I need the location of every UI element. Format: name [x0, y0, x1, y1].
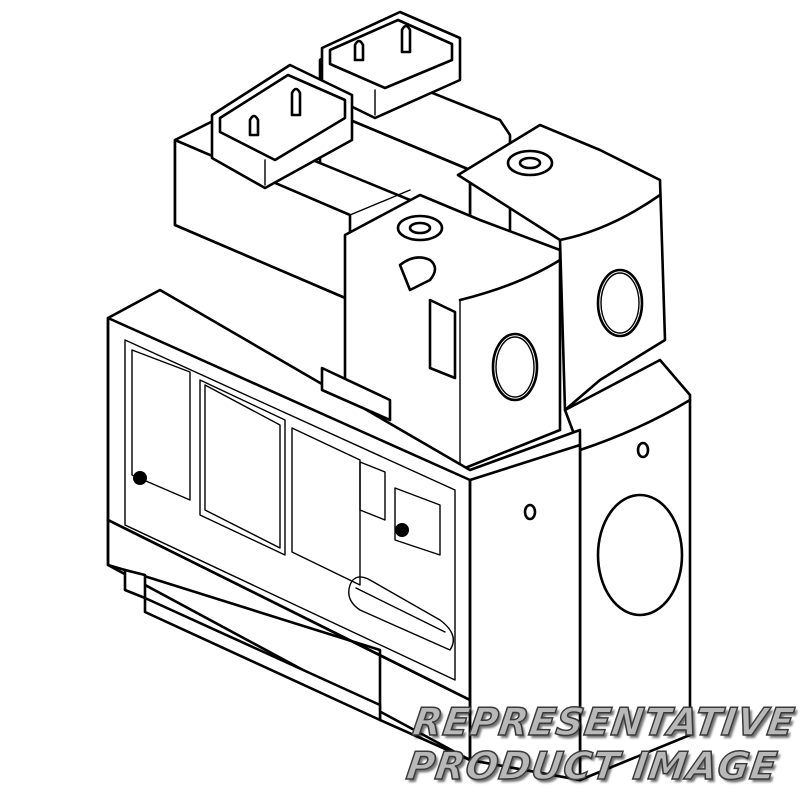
- rear-valve-body: [563, 358, 692, 782]
- rear-electrical-connector: [320, 10, 462, 120]
- rear-pilot-head: [456, 123, 667, 412]
- watermark-line-2: PRODUCT IMAGE: [403, 743, 781, 789]
- representative-image-watermark: REPRESENTATIVE PRODUCT IMAGE: [403, 699, 800, 789]
- front-pilot-head: [343, 193, 562, 472]
- front-valve-body: [106, 288, 582, 782]
- watermark-line-1: REPRESENTATIVE: [409, 699, 798, 745]
- front-electrical-connector: [210, 63, 354, 190]
